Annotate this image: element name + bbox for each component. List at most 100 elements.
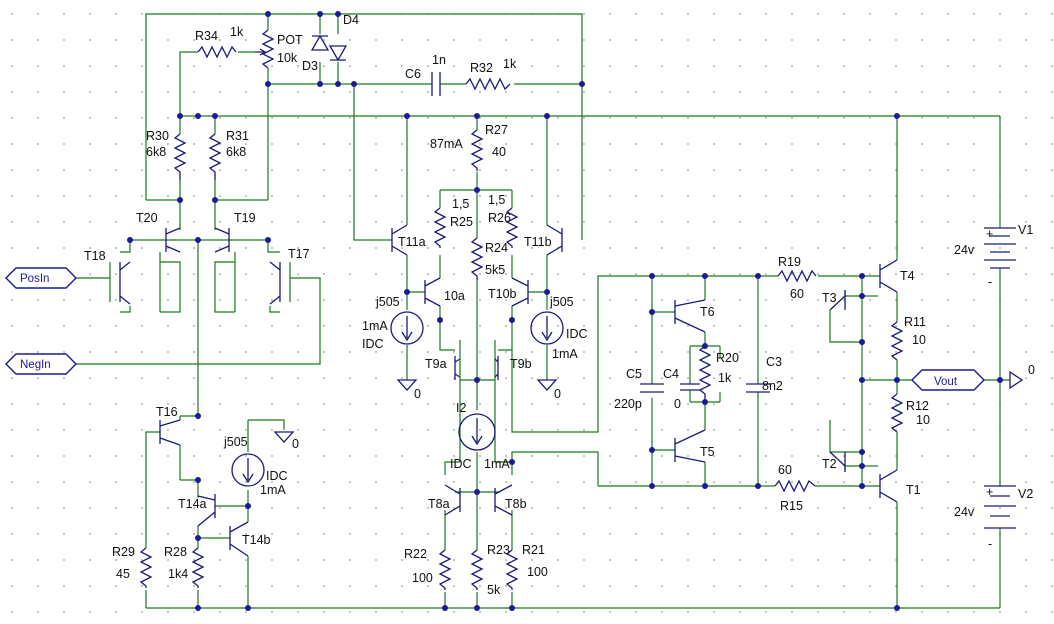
grid-dot (245, 91, 247, 93)
grid-dot (141, 195, 143, 197)
grid-dot (505, 273, 507, 275)
resistor-R19-symbol (777, 269, 817, 283)
grid-dot (349, 611, 351, 613)
grid-dot (1025, 169, 1027, 171)
grid-dot (349, 65, 351, 67)
grid-dot (713, 195, 715, 197)
grid-dot (115, 507, 117, 509)
label-gnd-right: 0 (554, 387, 561, 401)
grid-dot (635, 65, 637, 67)
grid-dot (11, 611, 13, 613)
grid-dot (89, 533, 91, 535)
grid-dot (271, 481, 273, 483)
grid-dot (869, 455, 871, 457)
label-R12-value: 10 (916, 413, 930, 427)
grid-dot (37, 611, 39, 613)
grid-dot (193, 117, 195, 119)
grid-dot (193, 195, 195, 197)
grid-dot (791, 325, 793, 327)
grid-dot (193, 455, 195, 457)
grid-dot (297, 429, 299, 431)
grid-dot (921, 403, 923, 405)
grid-dot (609, 91, 611, 93)
label-R25-value: 1,5 (452, 197, 469, 211)
grid-dot (245, 39, 247, 41)
grid-dot (921, 247, 923, 249)
transistor-T19 (214, 227, 230, 253)
grid-dot (791, 39, 793, 41)
grid-dot (427, 65, 429, 67)
grid-dot (349, 325, 351, 327)
grid-dot (921, 273, 923, 275)
grid-dot (115, 377, 117, 379)
grid-dot (609, 117, 611, 119)
grid-dot (63, 403, 65, 405)
grid-dot (479, 91, 481, 93)
grid-dot (817, 611, 819, 613)
grid-dot (687, 403, 689, 405)
label-R30-value: 6k8 (146, 145, 166, 159)
grid-dot (11, 91, 13, 93)
grid-dot (973, 169, 975, 171)
grid-dot (765, 611, 767, 613)
resistor-R20-symbol (698, 345, 712, 402)
grid-dot (947, 351, 949, 353)
grid-dot (843, 65, 845, 67)
grid-dot (739, 91, 741, 93)
grid-dot (63, 91, 65, 93)
grid-dot (141, 65, 143, 67)
grid-dot (765, 325, 767, 327)
grid-dot (739, 39, 741, 41)
current-source-j505-left (390, 311, 424, 345)
grid-dot (453, 455, 455, 457)
grid-dot (219, 195, 221, 197)
grid-dot (869, 195, 871, 197)
resistor-R28-symbol (191, 547, 205, 588)
grid-dot (921, 13, 923, 15)
grid-dot (687, 481, 689, 483)
grid-dot (349, 169, 351, 171)
grid-dot (661, 299, 663, 301)
grid-dot (37, 65, 39, 67)
grid-dot (999, 507, 1001, 509)
grid-dot (635, 403, 637, 405)
grid-dot (453, 117, 455, 119)
grid-dot (531, 533, 533, 535)
grid-dot (869, 351, 871, 353)
grid-dot (791, 533, 793, 535)
grid-dot (479, 39, 481, 41)
grid-dot (687, 585, 689, 587)
grid-dot (193, 377, 195, 379)
grid-dot (219, 585, 221, 587)
grid-dot (1051, 13, 1053, 15)
grid-dot (427, 481, 429, 483)
label-T14b: T14b (242, 533, 271, 547)
grid-dot (297, 507, 299, 509)
grid-dot (219, 403, 221, 405)
grid-dot (375, 533, 377, 535)
resistor-R26-symbol (505, 207, 519, 248)
grid-dot (583, 169, 585, 171)
grid-dot (791, 65, 793, 67)
grid-dot (349, 195, 351, 197)
grid-dot (661, 117, 663, 119)
label-R29-value: 45 (116, 567, 130, 581)
grid-dot (609, 247, 611, 249)
grid-dot (63, 247, 65, 249)
grid-dot (583, 377, 585, 379)
grid-dot (869, 611, 871, 613)
grid-dot (115, 429, 117, 431)
grid-dot (427, 429, 429, 431)
grid-dot (791, 507, 793, 509)
grid-dot (141, 13, 143, 15)
label-J2-current: 1mA (552, 347, 578, 361)
label-R32: R32 (470, 61, 493, 75)
grid-dot (531, 429, 533, 431)
grid-dot (1051, 221, 1053, 223)
grid-dot (999, 13, 1001, 15)
grid-dot (323, 507, 325, 509)
grid-dot (63, 143, 65, 145)
grid-dot (89, 377, 91, 379)
grid-dot (401, 559, 403, 561)
junction-dot (859, 483, 865, 489)
